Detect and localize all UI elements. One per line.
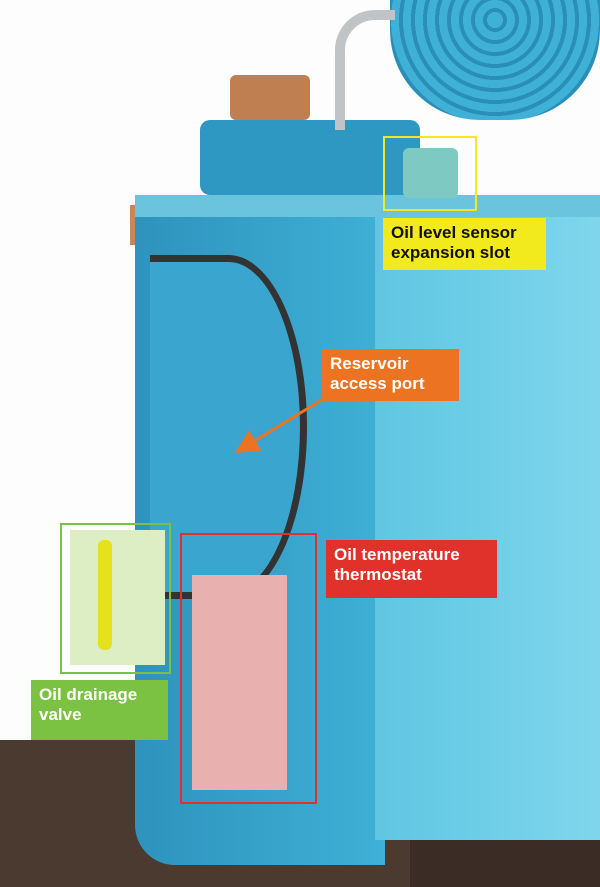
motor-fan <box>390 0 600 120</box>
drainage-valve-highlight <box>60 523 171 674</box>
thermostat-highlight <box>180 533 317 804</box>
pipe <box>335 10 395 130</box>
thermostat-body <box>192 575 287 790</box>
connector <box>230 75 310 120</box>
oil-drainage-valve-label: Oil drainage valve <box>31 680 168 740</box>
reservoir-access-port-label: Reservoir access port <box>322 349 459 401</box>
oil-level-sensor-label: Oil level sensor expansion slot <box>383 218 546 270</box>
sensor-cap <box>403 148 458 198</box>
valve <box>70 530 165 665</box>
oil-level-sensor-highlight <box>383 136 477 211</box>
tank-front <box>375 200 600 840</box>
valve-handle <box>98 540 112 650</box>
reservoir-dome <box>150 255 307 599</box>
tank-top-edge <box>135 195 600 217</box>
oil-temperature-thermostat-label: Oil temperature thermostat <box>326 540 497 598</box>
